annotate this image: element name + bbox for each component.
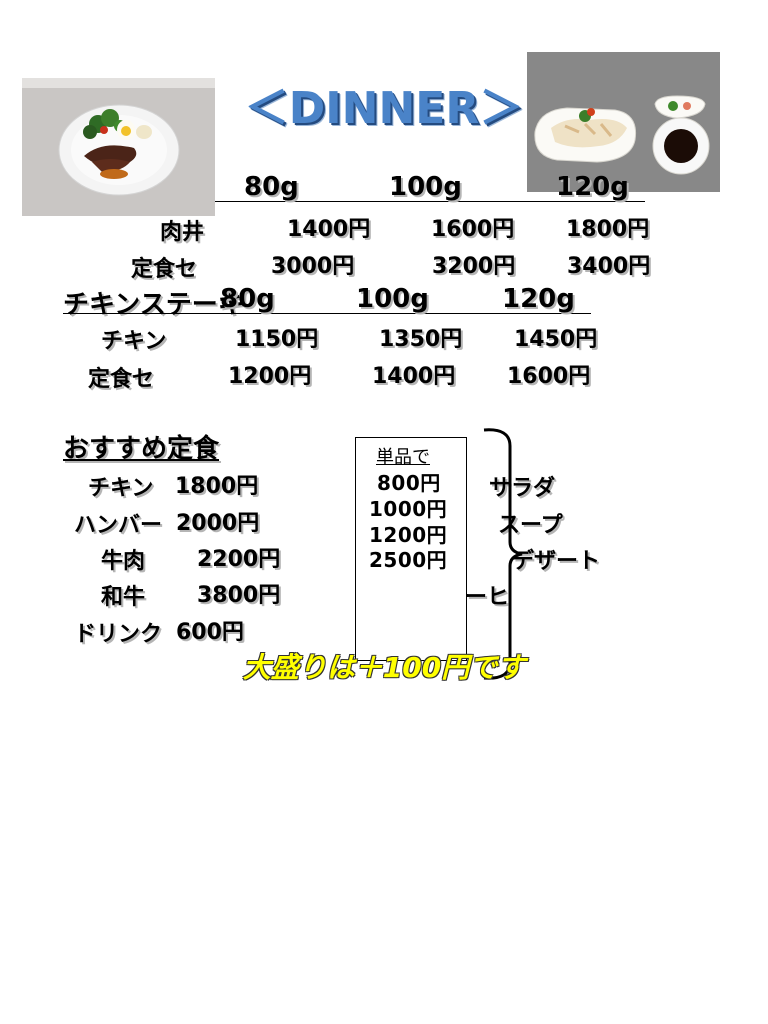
price: 1200円 — [228, 364, 312, 389]
section-heading: チキンステーキ — [63, 290, 244, 320]
section1-underline — [215, 201, 645, 202]
section2-underline — [63, 313, 591, 314]
menu-label: ドリンク — [74, 622, 163, 647]
menu-label: 肉井 — [160, 220, 205, 245]
price: 2000円 — [176, 511, 260, 536]
price: 1350円 — [379, 327, 463, 352]
price: 3800円 — [197, 583, 281, 608]
weight-header: 80g — [220, 284, 275, 314]
menu-label: 定食セ — [131, 257, 198, 282]
weight-header: 100g — [389, 172, 462, 202]
price: 1600円 — [507, 364, 591, 389]
menu-label: ハンバー — [74, 513, 163, 538]
box-price: 1200円 — [369, 523, 448, 547]
chicken-plate-photo — [527, 52, 720, 192]
price: 1800円 — [566, 217, 650, 242]
single-item-box — [355, 437, 467, 661]
price: 600円 — [176, 620, 244, 645]
beef-plate-photo — [22, 78, 215, 216]
menu-label: チキン — [101, 329, 167, 354]
weight-header: 120g — [502, 284, 575, 314]
page-title: ＜DINNER＞ — [244, 83, 524, 134]
menu-label: チキン — [88, 476, 154, 501]
set-label: デザート — [512, 549, 601, 574]
box-heading: 単品で — [376, 447, 430, 468]
price: 1450円 — [514, 327, 598, 352]
large-serving-note: 大盛りは＋100円です — [242, 651, 526, 684]
brace-icon — [483, 428, 523, 680]
menu-label: 和牛 — [101, 585, 146, 610]
price: 1800円 — [175, 474, 259, 499]
price: 1600円 — [431, 217, 515, 242]
price: 3000円 — [271, 254, 355, 279]
price: 1400円 — [372, 364, 456, 389]
menu-label: 定食セ — [88, 367, 155, 392]
set-label: サラダ — [489, 476, 556, 501]
menu-label: 牛肉 — [101, 549, 146, 574]
price: 3400円 — [567, 254, 651, 279]
weight-header: 120g — [556, 172, 629, 202]
price: 1150円 — [235, 327, 319, 352]
price: 2200円 — [197, 547, 281, 572]
price: 1400円 — [287, 217, 371, 242]
price: 3200円 — [432, 254, 516, 279]
box-price: 800円 — [377, 471, 441, 495]
box-price: 1000円 — [369, 497, 448, 521]
box-price: 2500円 — [369, 548, 448, 572]
section-heading: おすすめ定食 — [63, 434, 220, 464]
weight-header: 80g — [244, 172, 299, 202]
weight-header: 100g — [356, 284, 429, 314]
